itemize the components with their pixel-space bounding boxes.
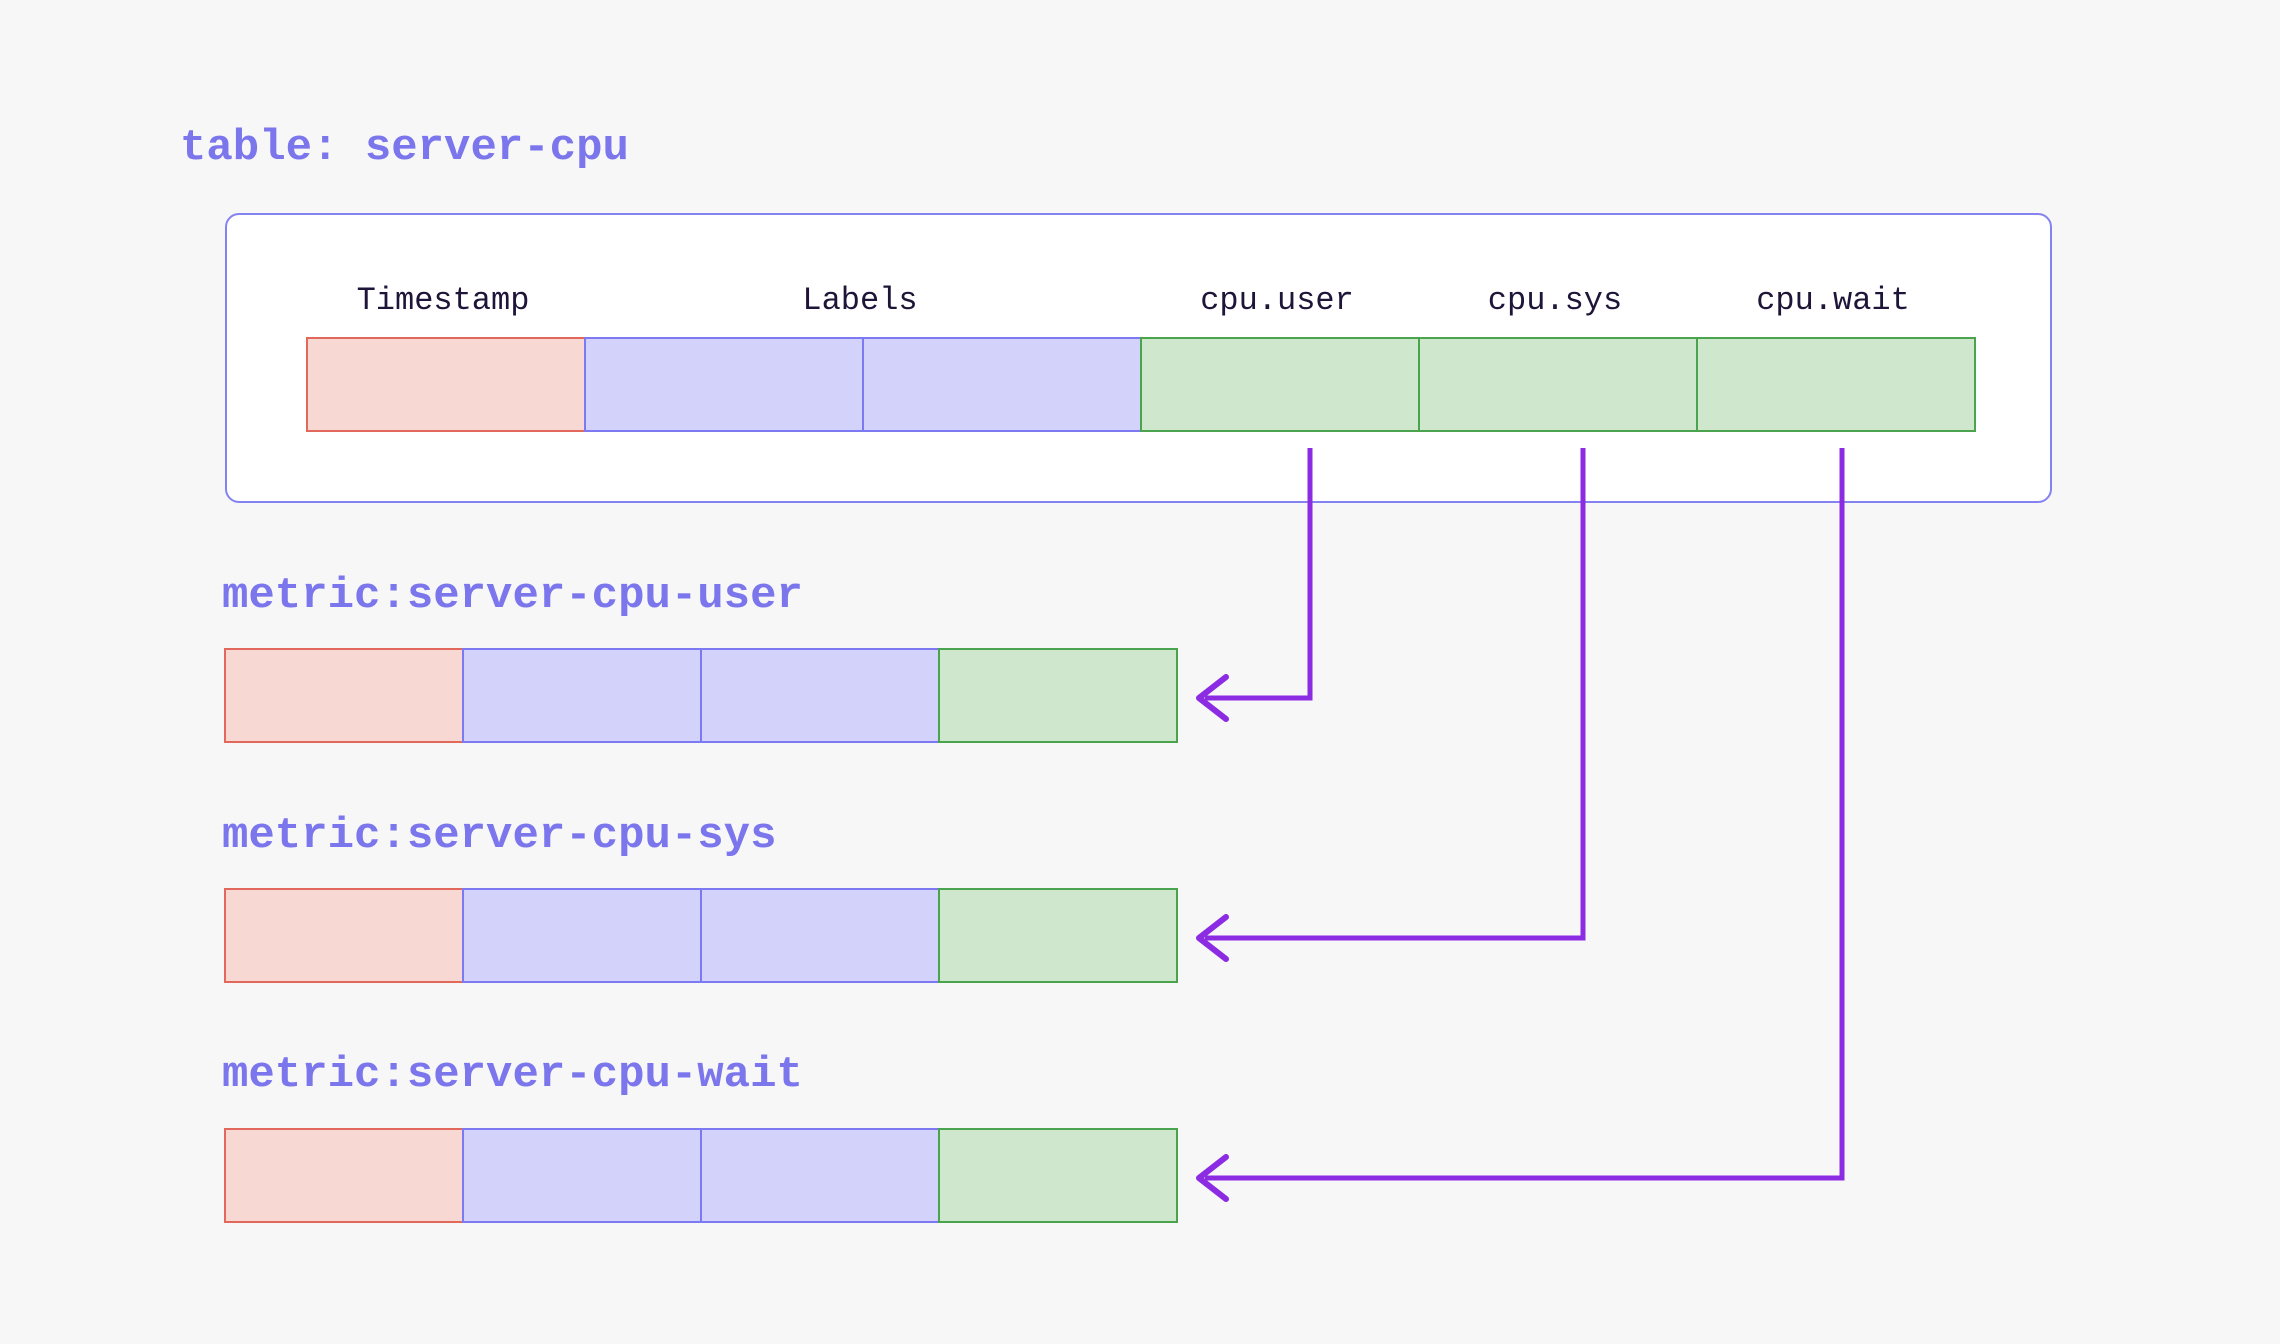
column-header-cpu-user: cpu.user — [1200, 282, 1354, 319]
metric-row-server-cpu-sys — [224, 888, 1178, 983]
arrow-cpu-sys-to-metric — [1196, 448, 1586, 962]
value-cell — [938, 888, 1178, 983]
labels-cell — [700, 648, 940, 743]
labels-cell — [700, 888, 940, 983]
labels-cell — [584, 337, 864, 432]
metric-title-server-cpu-sys: metric:server-cpu-sys — [222, 811, 777, 861]
column-header-cpu-wait: cpu.wait — [1756, 282, 1910, 319]
column-header-timestamp: Timestamp — [356, 282, 530, 319]
metric-row-server-cpu-wait — [224, 1128, 1178, 1223]
metric-title-server-cpu-wait: metric:server-cpu-wait — [222, 1050, 803, 1100]
timestamp-cell — [224, 648, 464, 743]
labels-cell — [700, 1128, 940, 1223]
timestamp-cell — [224, 888, 464, 983]
labels-cell — [462, 648, 702, 743]
labels-cell — [862, 337, 1142, 432]
table-row — [306, 337, 1976, 432]
cpu-sys-cell — [1418, 337, 1698, 432]
column-header-labels: Labels — [802, 282, 918, 319]
arrowhead-left-icon — [1196, 674, 1229, 722]
cpu-wait-cell — [1696, 337, 1976, 432]
timestamp-cell — [224, 1128, 464, 1223]
column-header-cpu-sys: cpu.sys — [1487, 282, 1623, 319]
labels-cell — [462, 888, 702, 983]
table-panel: Timestamp Labels cpu.user cpu.sys cpu.wa… — [225, 213, 2052, 503]
arrowhead-left-icon — [1196, 914, 1229, 962]
metric-title-server-cpu-user: metric:server-cpu-user — [222, 571, 803, 621]
arrow-cpu-wait-to-metric — [1196, 448, 1845, 1202]
cpu-user-cell — [1140, 337, 1420, 432]
arrowhead-left-icon — [1196, 1154, 1229, 1202]
value-cell — [938, 648, 1178, 743]
value-cell — [938, 1128, 1178, 1223]
table-title: table: server-cpu — [180, 123, 629, 173]
metric-row-server-cpu-user — [224, 648, 1178, 743]
labels-cell — [462, 1128, 702, 1223]
timestamp-cell — [306, 337, 586, 432]
